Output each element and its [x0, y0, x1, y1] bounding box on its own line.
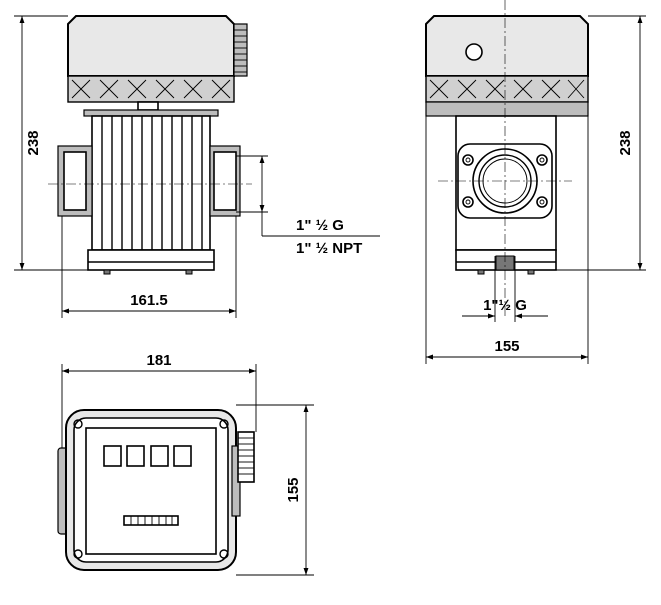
side-view: 238 1"½ G 155: [425, 0, 646, 364]
front-view: 238 161.5 1" ½ G 1" ½ NPT: [14, 15, 380, 318]
front-thread-npt-label: 1" ½ NPT: [296, 240, 362, 257]
side-thread-label: 1"½ G: [483, 297, 527, 314]
front-thread-g-label: 1" ½ G: [296, 217, 344, 234]
top-view: 181 155: [57, 352, 314, 576]
side-width-label: 155: [494, 338, 519, 355]
side-height-label: 238: [617, 130, 634, 155]
top-width-label: 181: [146, 352, 171, 369]
front-height-label: 238: [25, 130, 42, 155]
front-width-label: 161.5: [130, 292, 168, 309]
top-depth-label: 155: [285, 477, 302, 502]
